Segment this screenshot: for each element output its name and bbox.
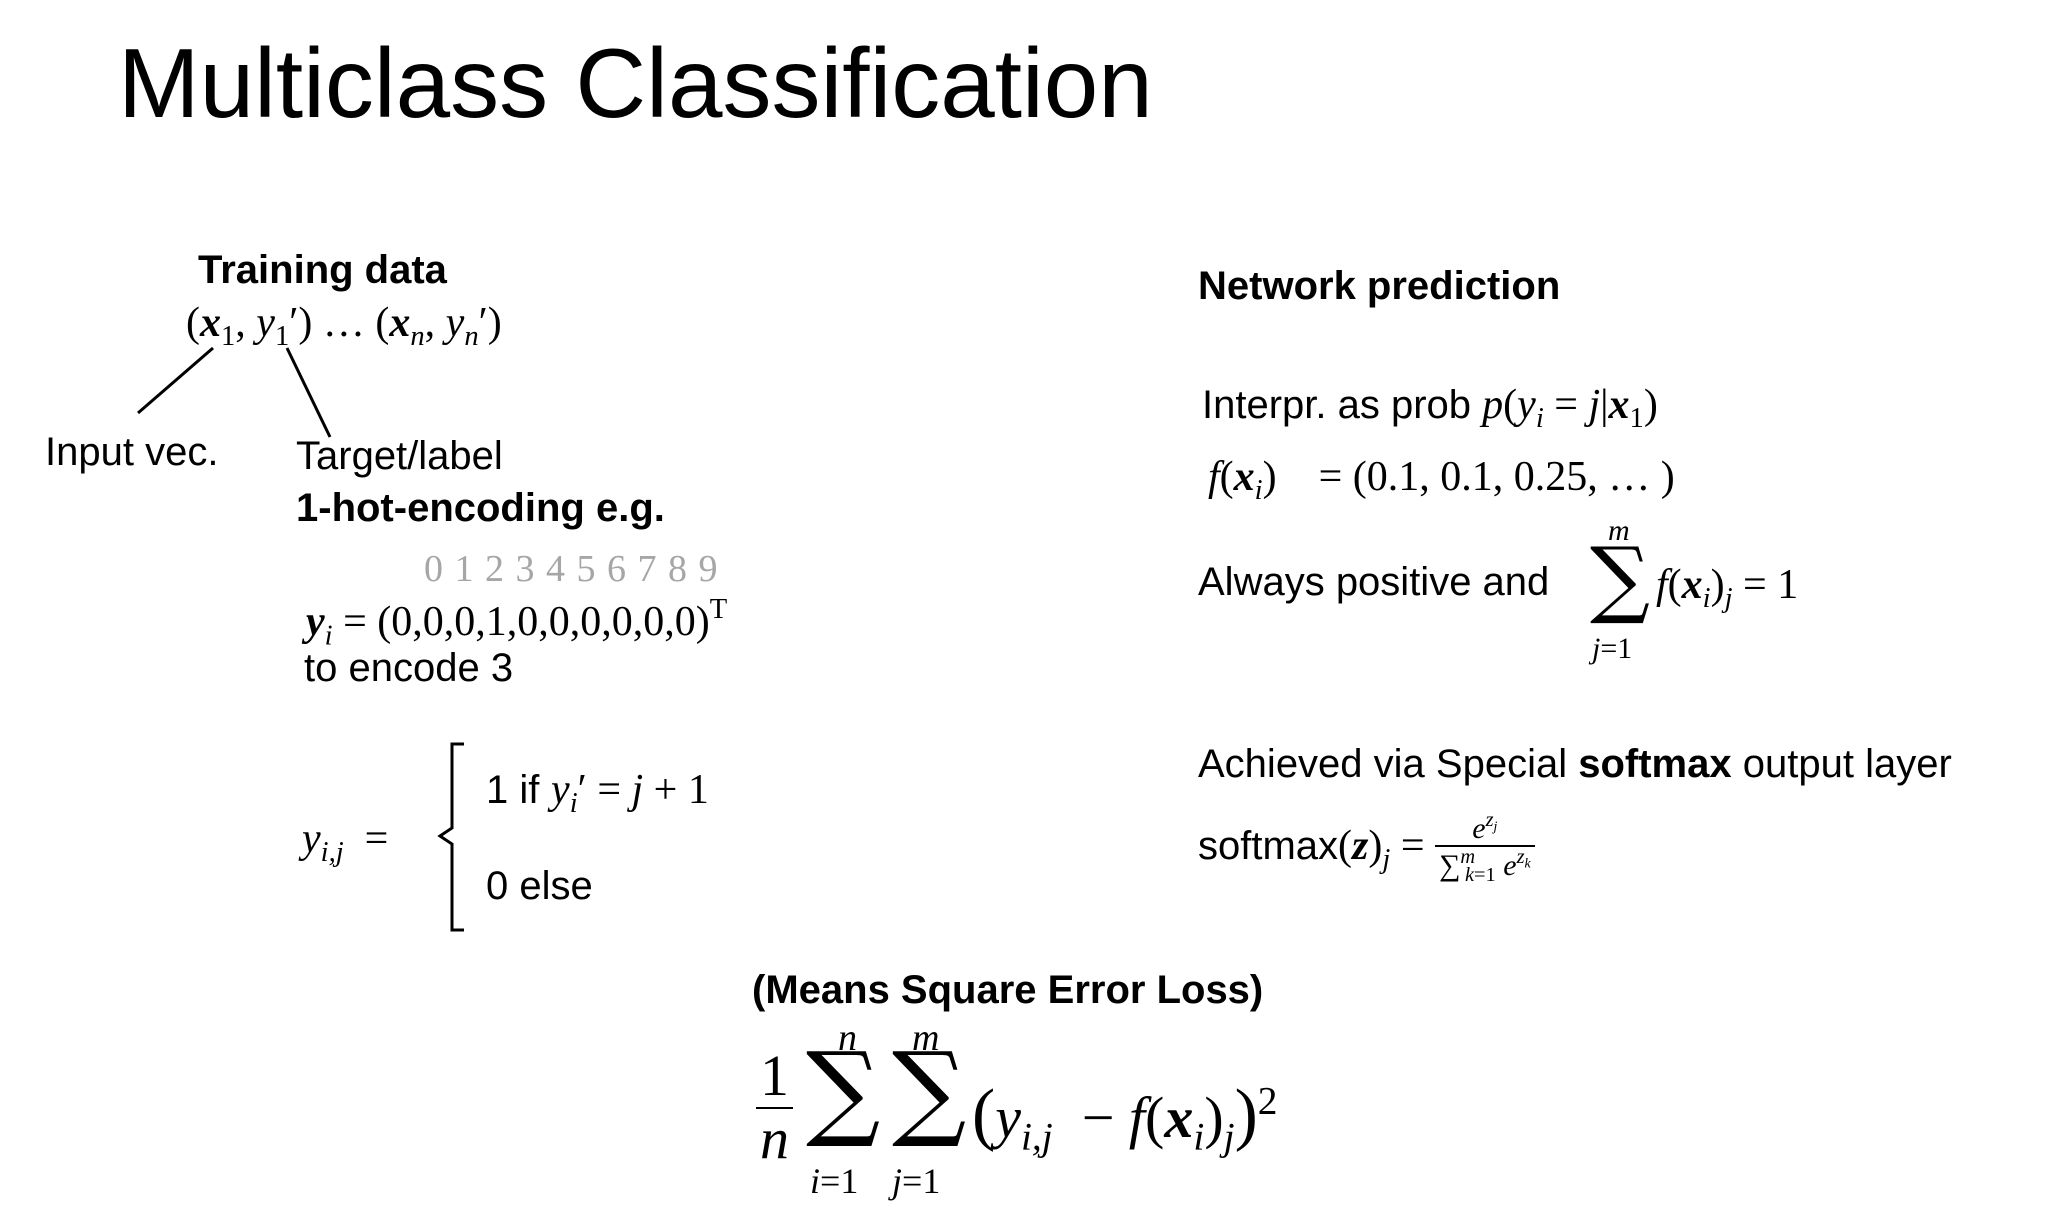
- page-title: Multiclass Classification: [118, 28, 1153, 138]
- sum-equals-one: f(xi)j = 1: [1656, 562, 1799, 615]
- input-vector-label: Input vec.: [45, 430, 219, 474]
- sum-upper-limit: m: [1608, 514, 1630, 547]
- sum-symbol: ∑: [1590, 529, 1650, 627]
- digit-index-row: 0 1 2 3 4 5 6 7 8 9: [424, 548, 719, 590]
- loss-sum-i-symbol: ∑: [806, 1029, 881, 1151]
- always-positive-label: Always positive and: [1198, 560, 1550, 604]
- probability-interpretation: Interpr. as prob p(yi = j|x1): [1202, 382, 1658, 435]
- onehot-equation: yi = (0,0,0,1,0,0,0,0,0,0)T: [306, 594, 728, 652]
- f-output-values: f(xi) = (0.1, 0.1, 0.25, … ): [1208, 454, 1675, 507]
- one-hot-heading: 1-hot-encoding e.g.: [296, 486, 665, 530]
- case-one: 1 if yi′ = j + 1: [486, 767, 709, 820]
- loss-summand: (yi,j − f(xi)j)2: [972, 1076, 1278, 1159]
- softmax-description: Achieved via Special softmax output laye…: [1198, 742, 1952, 786]
- target-connector-line: [285, 347, 332, 438]
- transpose-superscript: T: [709, 594, 728, 625]
- yij-definition-lhs: yi,j =: [302, 816, 389, 869]
- training-pairs-formula: (x1, y1′) … (xn, yn′): [186, 300, 502, 353]
- onehot-vector: (0,0,0,1,0,0,0,0,0,0): [377, 599, 710, 646]
- loss-heading: (Means Square Error Loss): [752, 968, 1264, 1012]
- target-label: Target/label: [296, 434, 503, 478]
- case-zero: 0 else: [486, 864, 593, 908]
- loss-sum-j-lower: j=1: [892, 1161, 941, 1201]
- encode-caption: to encode 3: [304, 646, 514, 690]
- left-brace-icon: [437, 742, 464, 932]
- network-prediction-heading: Network prediction: [1198, 264, 1561, 308]
- loss-fraction: 1 n: [756, 1045, 793, 1170]
- loss-sum-j-symbol: ∑: [892, 1029, 967, 1151]
- softmax-fraction: ezj ∑mk=1 ezk: [1435, 809, 1535, 887]
- input-connector-line: [137, 346, 214, 415]
- sum-lower-limit: j=1: [1592, 632, 1633, 665]
- loss-sum-j-upper: m: [912, 1017, 940, 1059]
- loss-sum-i-upper: n: [838, 1017, 857, 1059]
- loss-sum-i-lower: i=1: [810, 1161, 859, 1201]
- softmax-formula: softmax(z)j = ezj ∑mk=1 ezk: [1198, 809, 1535, 887]
- training-data-heading: Training data: [198, 248, 447, 292]
